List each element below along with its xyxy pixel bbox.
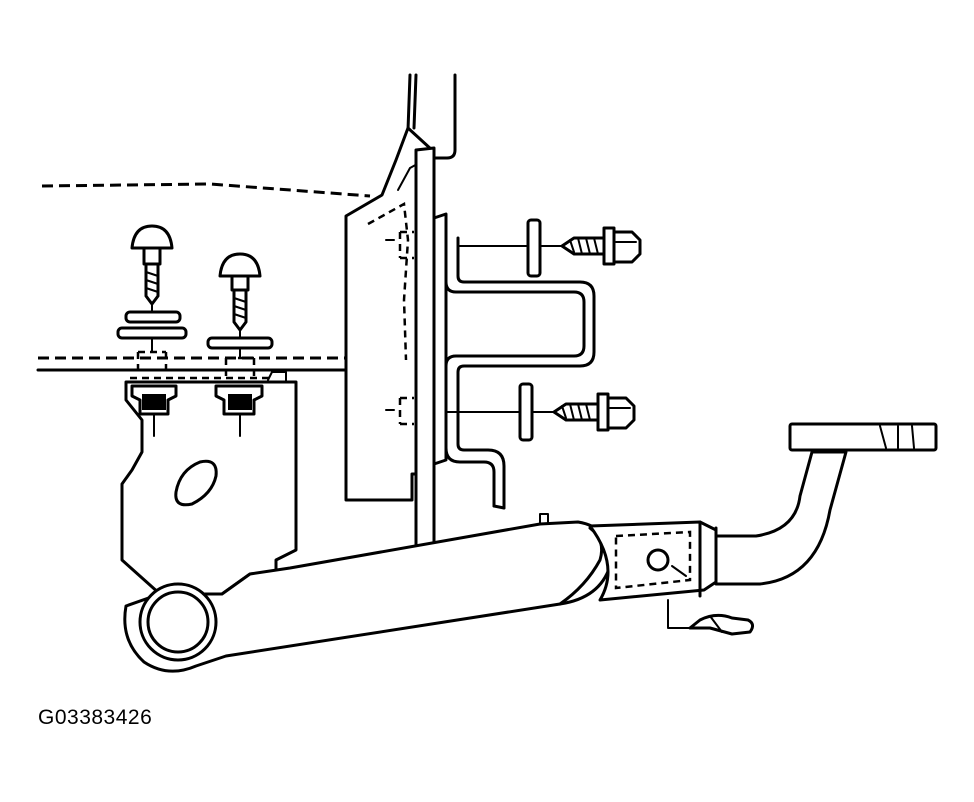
channel-bracket xyxy=(444,236,596,510)
left-flange-nut xyxy=(130,384,178,437)
lower-screw-assembly xyxy=(445,382,636,442)
pivot-eye xyxy=(138,582,218,662)
mounting-plate xyxy=(414,146,448,580)
figure-id-label: G03383426 xyxy=(38,706,153,729)
right-flange-nut xyxy=(214,384,264,437)
frame-rail xyxy=(36,182,371,372)
hitch-side-bracket xyxy=(120,371,298,596)
body-panel xyxy=(406,73,457,160)
receiver-tube xyxy=(588,520,718,602)
draw-bar xyxy=(714,422,938,586)
hitch-pin-clip xyxy=(667,599,755,636)
upper-screw-assembly xyxy=(457,218,642,278)
right-carriage-bolt xyxy=(206,252,274,376)
left-carriage-bolt xyxy=(116,224,188,372)
